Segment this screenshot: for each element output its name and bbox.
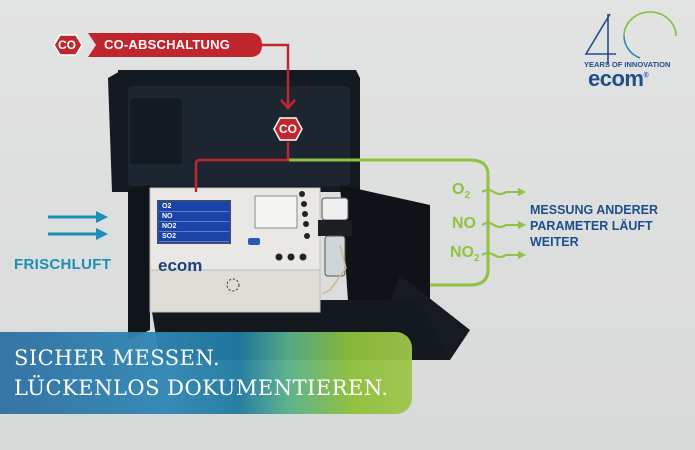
co-badge-label: CO	[58, 38, 76, 52]
device-display: O2 NO NO2 SO2	[157, 200, 231, 244]
logo-tagline: YEARS OF INNOVATION	[584, 60, 671, 69]
gas-no: NO	[452, 215, 476, 232]
device-power-button	[248, 238, 260, 245]
device-lower-panel	[149, 269, 321, 313]
co-connector-line	[258, 43, 290, 108]
measurement-note: MESSUNG ANDERER PARAMETER LÄUFT WEITER	[530, 203, 659, 249]
device-vent	[226, 278, 240, 292]
display-row-no2: NO2	[159, 222, 229, 232]
headline-line-1: SICHER MESSEN.	[14, 346, 221, 370]
co-hex-badge	[53, 34, 83, 56]
fresh-air-label: FRISCHLUFT	[14, 256, 112, 273]
co-banner	[88, 33, 262, 57]
printer-slot	[254, 195, 298, 229]
co-supply-line	[194, 142, 290, 192]
condensate-trap	[324, 235, 346, 277]
case-lid-pocket	[130, 98, 182, 164]
gas-o2: O2	[452, 181, 471, 202]
logo-brand: ecom®	[588, 66, 649, 91]
device-brand: ecom	[158, 256, 203, 275]
display-row-no: NO	[159, 212, 229, 222]
display-row-so2: SO2	[159, 232, 229, 242]
co-valve-hex	[273, 117, 303, 141]
co-valve-label: CO	[279, 122, 297, 136]
case-left-wall	[128, 185, 150, 340]
filter-cap	[321, 197, 349, 221]
filter-collar	[318, 220, 352, 236]
display-row-o2: O2	[159, 202, 229, 212]
co-shutdown-label: CO-ABSCHALTUNG	[104, 37, 231, 52]
headline-banner	[0, 332, 412, 414]
gas-no2: NO2	[450, 244, 480, 265]
headline-line-2: LÜCKENLOS DOKUMENTIEREN.	[14, 376, 389, 400]
